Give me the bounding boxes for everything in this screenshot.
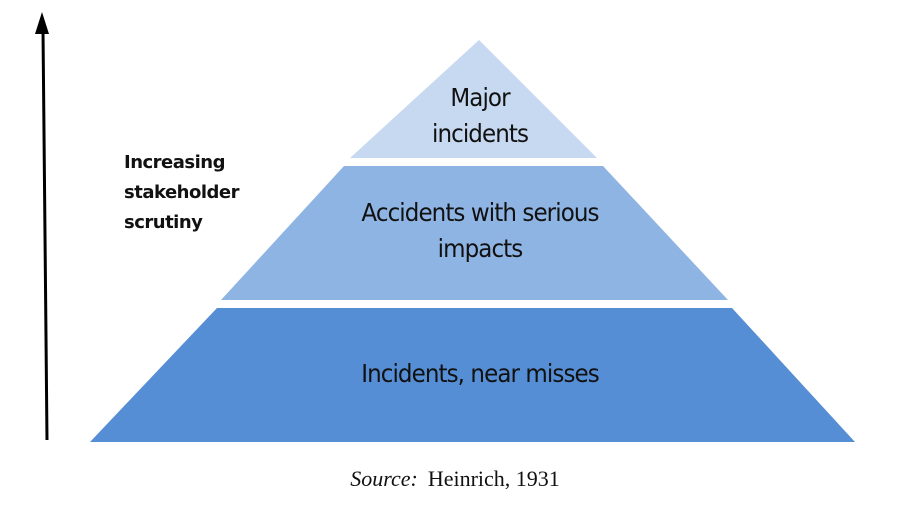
tier-bottom-label: Incidents, near misses	[278, 356, 683, 392]
label-line: Major	[450, 83, 510, 112]
scrutiny-label-line: stakeholder	[124, 182, 239, 203]
label-line: Accidents with serious	[361, 198, 599, 227]
scrutiny-label-line: Increasing	[124, 152, 225, 173]
source-caption: Source: Heinrich, 1931	[0, 466, 910, 492]
scrutiny-arrow-head	[35, 12, 49, 34]
tier-bottom	[90, 308, 855, 442]
source-text: Heinrich, 1931	[427, 466, 560, 491]
label-line: impacts	[437, 234, 524, 263]
scrutiny-arrow-shaft	[41, 29, 49, 441]
tier-top	[350, 40, 597, 158]
label-line: incidents	[431, 119, 529, 148]
tier-middle-label: Accidents with serious impacts	[296, 195, 664, 267]
tier-middle	[221, 166, 728, 300]
source-prefix: Source:	[350, 466, 418, 491]
label-line: Incidents, near misses	[361, 359, 600, 388]
scrutiny-label-line: scrutiny	[124, 212, 203, 233]
scrutiny-label: Increasing stakeholder scrutiny	[124, 148, 239, 238]
tier-top-label: Major incidents	[388, 80, 572, 152]
